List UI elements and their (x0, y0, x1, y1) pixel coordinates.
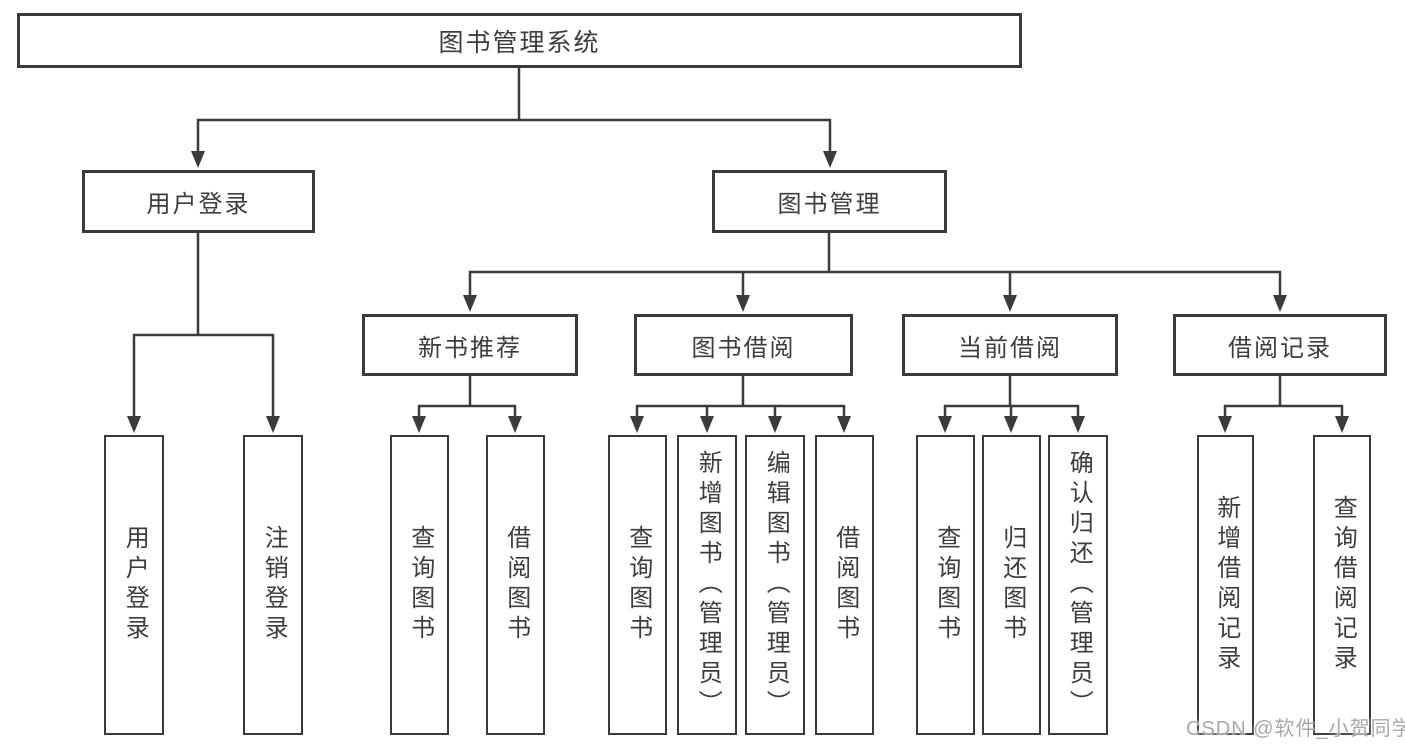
connector-root-to-level2 (191, 68, 837, 168)
leaf-borrow-books-recommend: 借阅图书 (486, 435, 545, 735)
node-label: 借阅图书 (831, 525, 859, 645)
node-new-book-recommend: 新书推荐 (362, 314, 578, 376)
leaf-query-books-current: 查询图书 (916, 435, 975, 735)
leaf-logout: 注销登录 (243, 435, 303, 735)
connector-book-management (463, 233, 1287, 312)
node-label: 新增图书（管理员） (694, 450, 722, 720)
node-label: 确认归还（管理员） (1065, 450, 1093, 720)
connector-book-borrowing (630, 376, 851, 433)
leaf-add-books-admin: 新增图书（管理员） (677, 435, 737, 735)
node-label: 编辑图书（管理员） (762, 450, 790, 720)
leaf-edit-books-admin: 编辑图书（管理员） (745, 435, 805, 735)
node-system-root: 图书管理系统 (17, 13, 1022, 68)
node-book-management: 图书管理 (712, 170, 947, 233)
node-label: 查询图书 (406, 525, 434, 645)
leaf-borrow-books: 借阅图书 (815, 435, 874, 735)
node-label: 图书管理 (777, 191, 882, 218)
leaf-add-borrow-record: 新增借阅记录 (1197, 435, 1254, 735)
connector-current-borrowing (938, 376, 1085, 433)
node-label: 查询图书 (624, 525, 652, 645)
leaf-user-login: 用户登录 (104, 435, 164, 735)
watermark: CSDN @软件_小贺同学 (1186, 718, 1405, 740)
connector-new-book (412, 376, 522, 433)
node-label: 归还图书 (998, 525, 1026, 645)
node-label: 用户登录 (121, 525, 149, 645)
connector-borrow-records (1218, 376, 1349, 433)
leaf-query-books-recommend: 查询图书 (390, 435, 449, 735)
node-label: 图书管理系统 (438, 28, 601, 57)
leaf-query-borrow-record: 查询借阅记录 (1313, 435, 1371, 735)
node-user-login: 用户登录 (82, 170, 315, 233)
node-label: 查询借阅记录 (1329, 495, 1357, 675)
leaf-query-books-borrowing: 查询图书 (608, 435, 667, 735)
node-current-borrowing: 当前借阅 (902, 314, 1118, 376)
leaf-return-books: 归还图书 (982, 435, 1041, 735)
node-label: 当前借阅 (958, 334, 1062, 362)
node-borrow-records: 借阅记录 (1173, 314, 1387, 376)
node-label: 新书推荐 (418, 334, 522, 362)
leaf-confirm-return-admin: 确认归还（管理员） (1048, 435, 1108, 735)
connector-user-login (127, 233, 280, 433)
node-label: 借阅记录 (1228, 334, 1332, 362)
node-label: 图书借阅 (691, 334, 796, 362)
node-label: 新增借阅记录 (1212, 495, 1240, 675)
node-label: 用户登录 (146, 191, 251, 218)
node-label: 借阅图书 (502, 525, 530, 645)
node-label: 注销登录 (260, 525, 288, 645)
node-label: 查询图书 (932, 525, 960, 645)
node-book-borrowing: 图书借阅 (634, 314, 853, 376)
